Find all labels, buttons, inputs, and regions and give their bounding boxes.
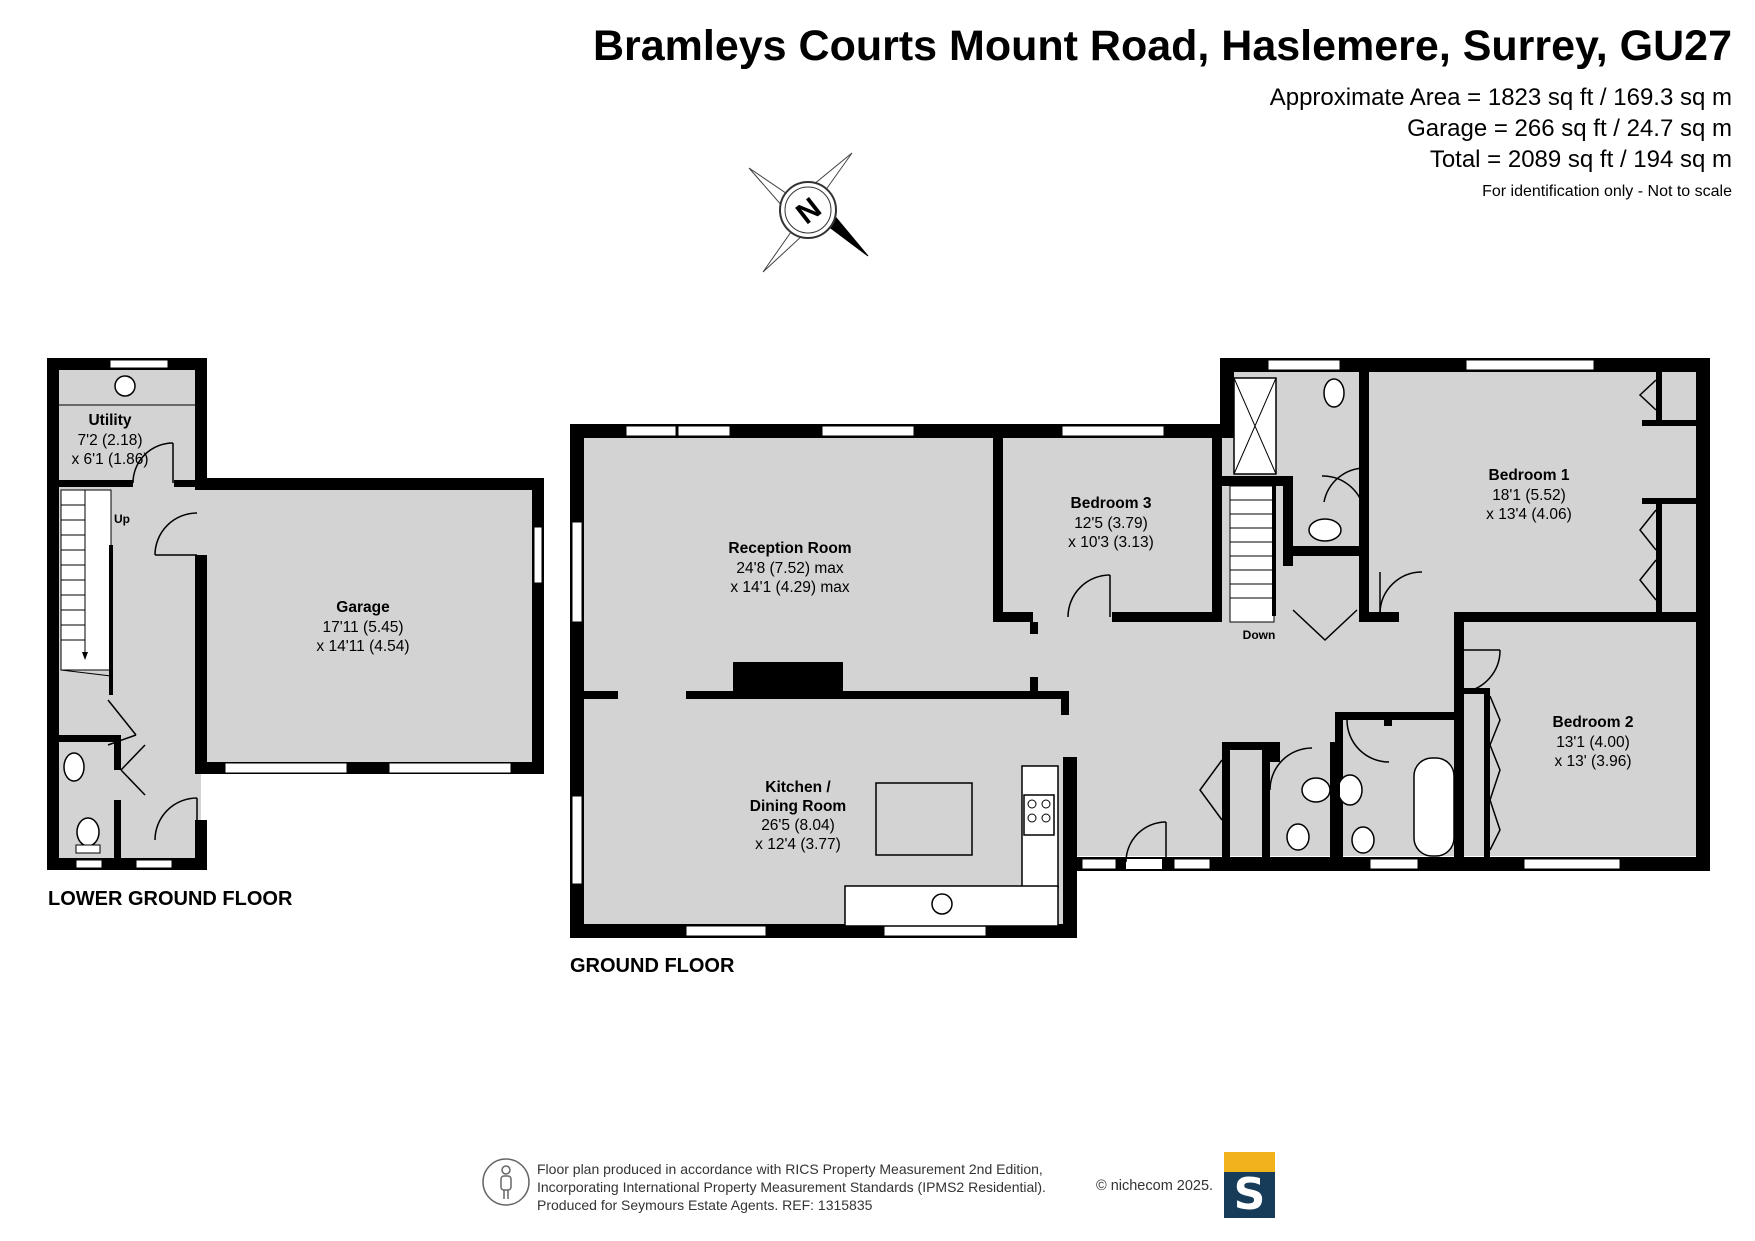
bedroom3-label: Bedroom 3 xyxy=(1071,495,1152,512)
lower-ground-floor xyxy=(47,358,544,870)
copyright-text: © nichecom 2025. xyxy=(1096,1178,1214,1194)
garage-dim1: 17'11 (5.45) xyxy=(322,619,403,636)
bedroom1-dim2: x 13'4 (4.06) xyxy=(1486,506,1572,523)
kitchen-label-1: Kitchen / xyxy=(765,779,831,796)
logo-letter: S xyxy=(1224,1172,1275,1218)
approx-area-text: Approximate Area = 1823 sq ft / 169.3 sq… xyxy=(1269,84,1732,111)
footer-line-1: Floor plan produced in accordance with R… xyxy=(537,1161,1043,1177)
kitchen-dim2: x 12'4 (3.77) xyxy=(755,836,841,853)
stairs-down-label: Down xyxy=(1243,628,1276,642)
bedroom3-dim1: 12'5 (3.79) xyxy=(1074,515,1148,532)
bedroom1-dim1: 18'1 (5.52) xyxy=(1492,487,1566,504)
seymours-logo: S xyxy=(1224,1152,1275,1218)
basin-icon xyxy=(1308,518,1342,542)
bedroom2-dim1: 13'1 (4.00) xyxy=(1556,734,1630,751)
reception-label: Reception Room xyxy=(728,540,851,557)
reception-dim1: 24'8 (7.52) max xyxy=(736,560,843,577)
bedroom2-dim2: x 13' (3.96) xyxy=(1554,753,1631,770)
stairs-down xyxy=(1229,485,1275,623)
garage-area-text: Garage = 266 sq ft / 24.7 sq m xyxy=(1407,115,1732,142)
lower-ground-floor-label: LOWER GROUND FLOOR xyxy=(48,888,293,910)
compass-icon: N xyxy=(748,152,869,273)
utility-dim1: 7'2 (2.18) xyxy=(78,432,143,449)
ground-floor xyxy=(570,358,1710,938)
stairs-up xyxy=(60,489,113,695)
bedroom2-label: Bedroom 2 xyxy=(1553,714,1634,731)
utility-dim2: x 6'1 (1.86) xyxy=(71,451,148,468)
identification-note: For identification only - Not to scale xyxy=(1482,183,1732,200)
footer-line-3: Produced for Seymours Estate Agents. REF… xyxy=(537,1197,873,1213)
garage-dim2: x 14'11 (4.54) xyxy=(316,638,409,655)
total-area-text: Total = 2089 sq ft / 194 sq m xyxy=(1429,146,1732,173)
person-icon xyxy=(482,1158,530,1206)
garage-label: Garage xyxy=(336,599,390,616)
utility-label: Utility xyxy=(88,412,131,429)
kitchen-island xyxy=(875,782,973,856)
hob-icon xyxy=(1023,794,1055,836)
ground-floor-label: GROUND FLOOR xyxy=(570,955,735,977)
bath-icon xyxy=(1413,757,1455,857)
kitchen-sink-icon xyxy=(931,893,953,915)
page-title: Bramleys Courts Mount Road, Haslemere, S… xyxy=(592,22,1732,70)
kitchen-label-2: Dining Room xyxy=(750,798,846,815)
bedroom3-dim2: x 10'3 (3.13) xyxy=(1068,534,1154,551)
kitchen-dim1: 26'5 (8.04) xyxy=(761,817,835,834)
bedroom1-label: Bedroom 1 xyxy=(1489,467,1570,484)
footer-statement: Floor plan produced in accordance with R… xyxy=(537,1160,1046,1214)
footer-line-2: Incorporating International Property Mea… xyxy=(537,1179,1046,1195)
stairs-up-label: Up xyxy=(114,512,130,526)
toilet-icon xyxy=(1323,378,1345,408)
reception-dim2: x 14'1 (4.29) max xyxy=(730,579,850,596)
